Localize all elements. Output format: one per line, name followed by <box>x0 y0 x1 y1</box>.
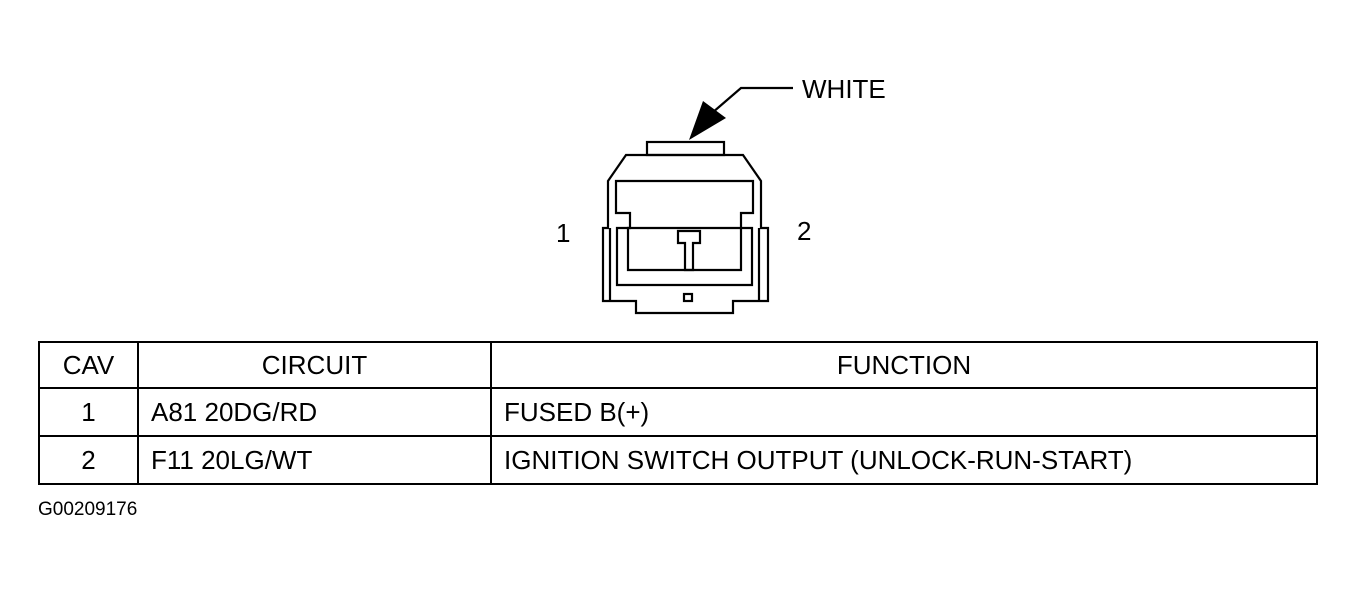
pin-label-1: 1 <box>556 218 570 248</box>
header-cav: CAV <box>38 341 139 389</box>
circuit-cell: F11 20LG/WT <box>137 435 492 485</box>
connector-outline <box>601 140 770 315</box>
pin-label-2: 2 <box>797 216 811 246</box>
table-header-row: CAV CIRCUIT FUNCTION <box>38 341 1318 389</box>
function-cell: IGNITION SWITCH OUTPUT (UNLOCK-RUN-START… <box>490 435 1318 485</box>
table-row: 1 A81 20DG/RD FUSED B(+) <box>38 387 1318 437</box>
circuit-cell: A81 20DG/RD <box>137 387 492 437</box>
function-cell: FUSED B(+) <box>490 387 1318 437</box>
connector-diagram: WHITE 1 2 <box>556 74 886 315</box>
cav-cell: 2 <box>38 435 139 485</box>
callout-arrowhead <box>689 101 726 140</box>
pin-function-table: CAV CIRCUIT FUNCTION 1 A81 20DG/RD FUSED… <box>38 341 1318 485</box>
white-callout-leader <box>689 86 793 140</box>
header-circuit: CIRCUIT <box>137 341 492 389</box>
cav-cell: 1 <box>38 387 139 437</box>
header-function: FUNCTION <box>490 341 1318 389</box>
connector-color-label: WHITE <box>802 74 886 104</box>
figure-code: G00209176 <box>38 499 138 520</box>
table-row: 2 F11 20LG/WT IGNITION SWITCH OUTPUT (UN… <box>38 435 1318 485</box>
